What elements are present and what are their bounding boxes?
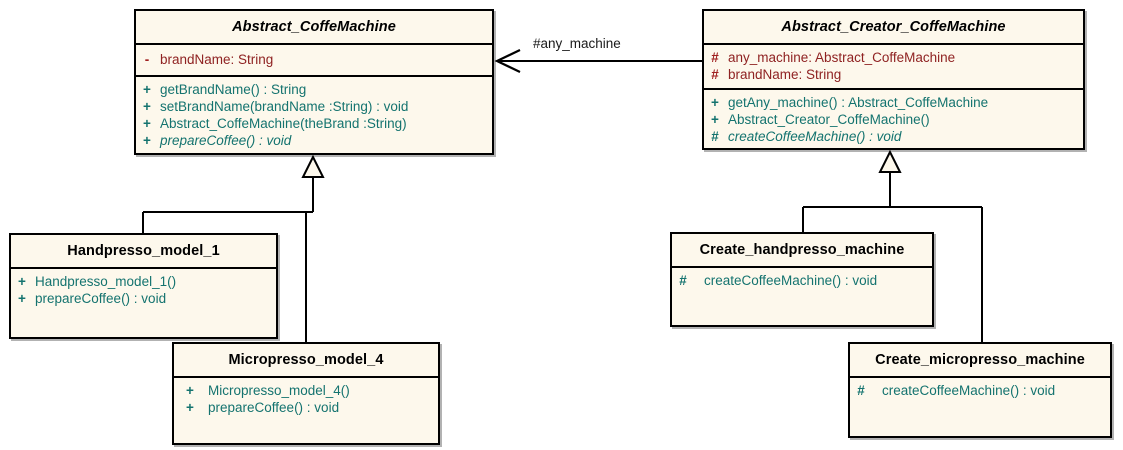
visibility-marker: + [143, 99, 151, 115]
method-label: createCoffeeMachine() : void [882, 383, 1056, 399]
class-name-create-micropresso-machine: Create_micropresso_machine [875, 352, 1085, 368]
method-row: + getAny_machine() : Abstract_CoffeMachi… [704, 94, 1083, 111]
class-name-handpresso-model-1: Handpresso_model_1 [67, 243, 220, 259]
method-row: + getBrandName() : String [136, 81, 492, 98]
method-label: Abstract_Creator_CoffeMachine() [728, 112, 930, 128]
visibility-marker: + [143, 133, 151, 149]
method-label: getAny_machine() : Abstract_CoffeMachine [728, 95, 989, 111]
method-row: + Handpresso_model_1() [11, 273, 276, 290]
methods-compartment-abstract-creator-coffee-machine: + getAny_machine() : Abstract_CoffeMachi… [704, 88, 1083, 150]
attribute-label: brandName: String [728, 67, 842, 83]
visibility-marker: # [679, 273, 687, 289]
attribute-row: - brandName: String [136, 51, 492, 68]
method-row: # createCoffeeMachine() : void [704, 128, 1083, 145]
class-create-micropresso-machine[interactable]: Create_micropresso_machine # createCoffe… [848, 342, 1112, 438]
method-label: Handpresso_model_1() [35, 274, 177, 290]
visibility-marker: # [711, 67, 719, 83]
method-row: + prepareCoffee() : void [174, 399, 438, 416]
association-any-machine [494, 49, 702, 73]
visibility-marker: # [711, 129, 719, 145]
class-abstract-creator-coffee-machine[interactable]: Abstract_Creator_CoffeMachine # any_mach… [702, 9, 1085, 150]
visibility-marker: # [857, 383, 865, 399]
attributes-compartment-abstract-creator-coffee-machine: # any_machine: Abstract_CoffeMachine # b… [704, 43, 1083, 88]
method-label: createCoffeeMachine() : void [704, 273, 878, 289]
method-row: + Abstract_Creator_CoffeMachine() [704, 111, 1083, 128]
method-label: Abstract_CoffeMachine(theBrand :String) [160, 116, 407, 132]
class-handpresso-model-1[interactable]: Handpresso_model_1 + Handpresso_model_1(… [9, 233, 278, 339]
method-label: Micropresso_model_4() [208, 383, 350, 399]
class-name-create-handpresso-machine: Create_handpresso_machine [699, 242, 905, 258]
method-row: + prepareCoffee() : void [136, 132, 492, 149]
visibility-marker: + [143, 82, 151, 98]
method-row: # createCoffeeMachine() : void [672, 272, 932, 289]
class-create-handpresso-machine[interactable]: Create_handpresso_machine # createCoffee… [670, 232, 934, 327]
visibility-marker: - [144, 52, 150, 68]
class-name-abstract-coffee-machine: Abstract_CoffeMachine [232, 19, 396, 35]
methods-compartment-create-micropresso-machine: # createCoffeeMachine() : void [850, 376, 1110, 409]
visibility-marker: + [711, 95, 719, 111]
class-micropresso-model-4[interactable]: Micropresso_model_4 + Micropresso_model_… [172, 342, 440, 445]
visibility-marker: + [143, 116, 151, 132]
method-label: createCoffeeMachine() : void [728, 129, 902, 145]
visibility-marker: + [186, 400, 194, 416]
method-label: getBrandName() : String [160, 82, 307, 98]
visibility-marker: + [18, 291, 26, 307]
visibility-marker: + [186, 383, 194, 399]
visibility-marker: + [18, 274, 26, 290]
method-label: setBrandName(brandName :String) : void [160, 99, 409, 115]
attribute-label: any_machine: Abstract_CoffeMachine [728, 50, 956, 66]
method-row: + Micropresso_model_4() [174, 382, 438, 399]
visibility-marker: + [711, 112, 719, 128]
method-row: + Abstract_CoffeMachine(theBrand :String… [136, 115, 492, 132]
methods-compartment-micropresso-model-4: + Micropresso_model_4() + prepareCoffee(… [174, 376, 438, 426]
attribute-label: brandName: String [160, 52, 274, 68]
visibility-marker: # [711, 50, 719, 66]
method-label: prepareCoffee() : void [35, 291, 167, 307]
methods-compartment-create-handpresso-machine: # createCoffeeMachine() : void [672, 266, 932, 299]
attributes-compartment-abstract-coffee-machine: - brandName: String [136, 43, 492, 75]
attribute-row: # brandName: String [704, 66, 1083, 83]
class-name-abstract-creator-coffee-machine: Abstract_Creator_CoffeMachine [781, 19, 1006, 35]
method-row: # createCoffeeMachine() : void [850, 382, 1110, 399]
class-name-micropresso-model-4: Micropresso_model_4 [228, 352, 384, 368]
methods-compartment-handpresso-model-1: + Handpresso_model_1() + prepareCoffee()… [11, 267, 276, 317]
method-row: + prepareCoffee() : void [11, 290, 276, 307]
method-label: prepareCoffee() : void [160, 133, 292, 149]
method-label: prepareCoffee() : void [208, 400, 340, 416]
attribute-row: # any_machine: Abstract_CoffeMachine [704, 49, 1083, 66]
methods-compartment-abstract-coffee-machine: + getBrandName() : String + setBrandName… [136, 75, 492, 154]
association-label-any-machine: #any_machine [533, 36, 621, 51]
class-abstract-coffee-machine[interactable]: Abstract_CoffeMachine - brandName: Strin… [134, 9, 494, 155]
method-row: + setBrandName(brandName :String) : void [136, 98, 492, 115]
